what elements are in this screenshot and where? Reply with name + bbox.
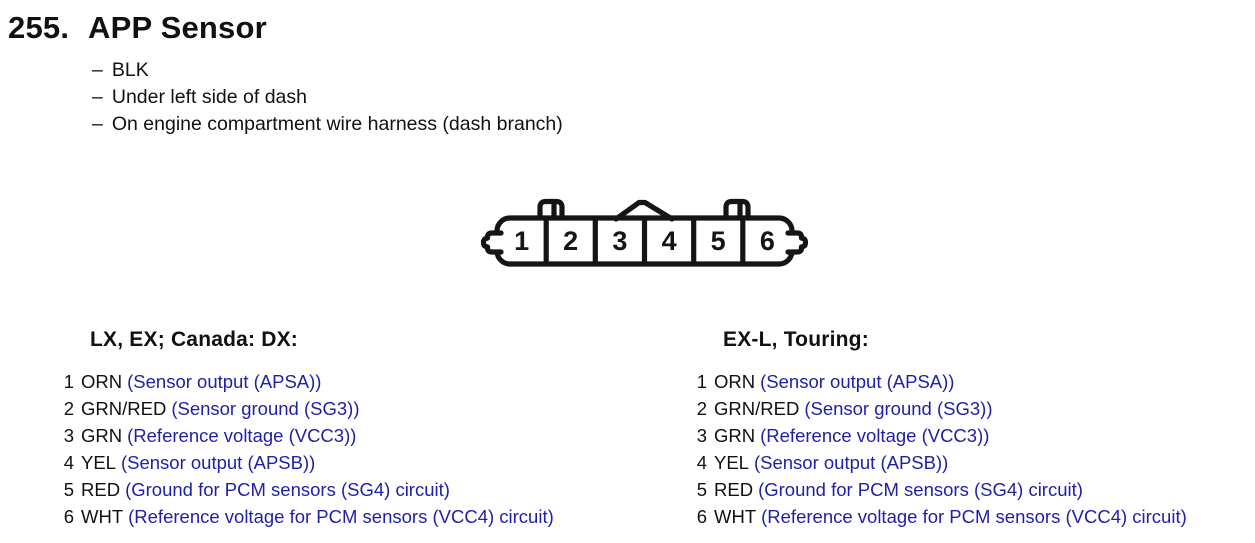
note-line: –Under left side of dash [92,84,563,111]
note-text: Under left side of dash [111,86,307,108]
section-number: 255. [8,10,70,45]
wire-color: GRN [81,425,123,446]
connector-clip-left [537,198,565,221]
pin-number: 1 [63,371,74,392]
circuit-description: (Sensor output (APSB)) [120,452,316,473]
wire-color: ORN [81,371,123,392]
pin-row: 5 RED(Ground for PCM sensors (SG4) circui… [695,476,1255,503]
wire-color: YEL [714,452,749,473]
wire-color: RED [714,479,754,500]
pin-number: 5 [696,479,707,500]
circuit-description: (Ground for PCM sensors (SG4) circuit) [758,479,1083,500]
pin-row: 5 RED(Ground for PCM sensors (SG4) circui… [62,476,622,503]
circuit-description: (Sensor ground (SG3)) [804,398,993,419]
pin-number: 3 [696,425,707,446]
note-line: –On engine compartment wire harness (das… [92,111,563,138]
note-text: On engine compartment wire harness (dash… [111,113,563,135]
circuit-description: (Reference voltage (VCC3)) [127,425,357,446]
trim-header: EX-L, Touring: [723,328,869,351]
wire-color: GRN [714,425,756,446]
dash-bullet: – [92,86,103,108]
connector-key-triangle [613,199,675,222]
pin-number: 2 [63,398,74,419]
dash-bullet: – [92,113,103,135]
pin-row: 1 ORN(Sensor output (APSA)) [62,368,622,395]
connector-pin-number: 4 [662,226,677,256]
pin-number: 4 [696,452,707,473]
connector-pin-number: 2 [563,226,578,256]
note-line: –BLK [92,57,563,84]
wire-color: WHT [81,506,124,527]
circuit-description: (Sensor output (APSA)) [127,371,322,392]
connector-latch-right [785,230,809,255]
pin-number: 3 [63,425,74,446]
circuit-description: (Reference voltage for PCM sensors (VCC4… [128,506,554,527]
pin-number: 2 [696,398,707,419]
connector-pin-number: 5 [711,226,726,256]
wire-color: GRN/RED [714,398,800,419]
circuit-description: (Reference voltage for PCM sensors (VCC4… [761,506,1187,527]
circuit-description: (Ground for PCM sensors (SG4) circuit) [125,479,450,500]
connector-diagram: 1 2 3 4 5 6 [480,198,809,267]
wire-color: RED [81,479,121,500]
pin-row: 3 GRN(Reference voltage (VCC3)) [62,422,622,449]
connector-clip-right [723,198,751,221]
wire-color: YEL [81,452,116,473]
pin-row: 6 WHT(Reference voltage for PCM sensors (… [62,503,622,530]
trim-header: LX, EX; Canada: DX: [90,328,298,351]
pin-row: 2 GRN/RED(Sensor ground (SG3)) [62,395,622,422]
pinout-column-exl-touring: EX-L, Touring: 1 ORN(Sensor output (APSA)… [695,327,1255,530]
section-title: 255. APP Sensor [8,10,267,46]
connector-latch-left [480,230,504,255]
circuit-description: (Reference voltage (VCC3)) [760,425,990,446]
pin-number: 1 [696,371,707,392]
connector-pin-number: 3 [612,226,627,256]
circuit-description: (Sensor ground (SG3)) [171,398,360,419]
pin-number: 6 [696,506,707,527]
wire-color: GRN/RED [81,398,167,419]
circuit-description: (Sensor output (APSB)) [753,452,949,473]
note-text: BLK [111,59,149,81]
pin-number: 4 [63,452,74,473]
pin-row: 4 YEL(Sensor output (APSB)) [695,449,1255,476]
circuit-description: (Sensor output (APSA)) [760,371,955,392]
pin-row: 1 ORN(Sensor output (APSA)) [695,368,1255,395]
pin-number: 5 [63,479,74,500]
pin-row: 4 YEL(Sensor output (APSB)) [62,449,622,476]
pin-row: 3 GRN(Reference voltage (VCC3)) [695,422,1255,449]
dash-bullet: – [92,59,103,81]
pin-row: 2 GRN/RED(Sensor ground (SG3)) [695,395,1255,422]
pin-number: 6 [63,506,74,527]
connector-pin-number: 6 [760,226,775,256]
pin-row: 6 WHT(Reference voltage for PCM sensors (… [695,503,1255,530]
location-notes: –BLK –Under left side of dash –On engine… [92,57,563,138]
page-title: APP Sensor [88,10,267,45]
wire-color: ORN [714,371,756,392]
connector-pin-number: 1 [514,226,529,256]
wire-color: WHT [714,506,757,527]
